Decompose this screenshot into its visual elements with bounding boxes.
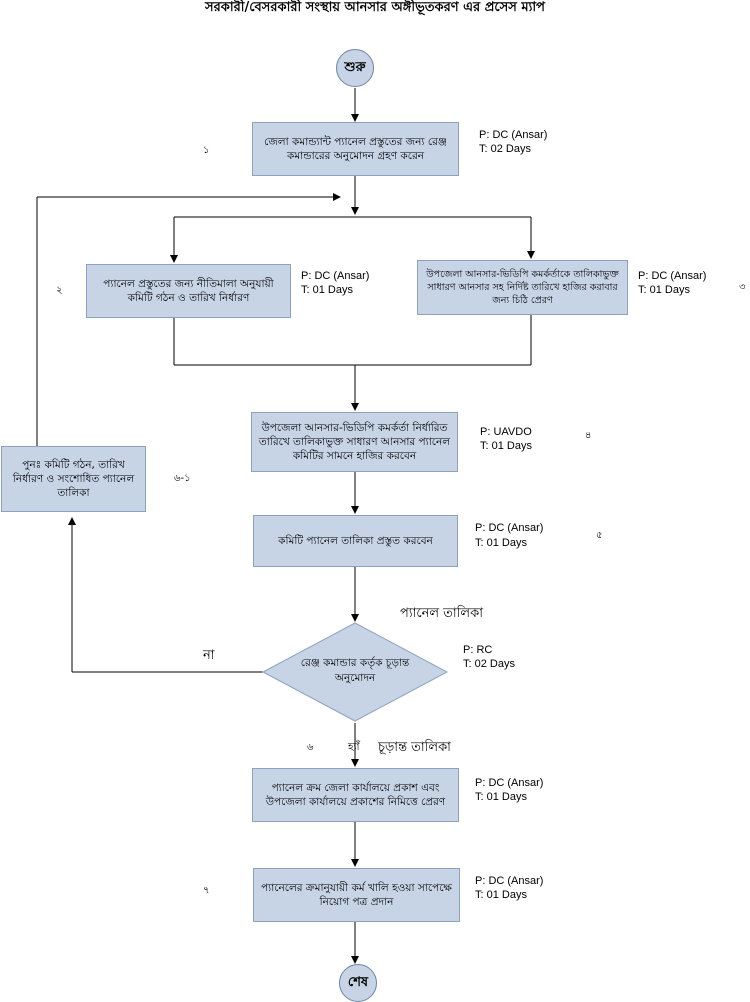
step-6-number: ৬ [307,742,314,753]
step-2-box: প্যানেল প্রস্তুতের জন্য নীতিমালা অনুযায়… [86,264,291,318]
step-6-1-box: পুনঃ কমিটি গঠন, তারিখ নির্ধারণ ও সংশোধিত… [1,446,146,512]
page-title: সরকারী/বেসরকারী সংস্থায় আনসার অঙ্গীভূতক… [205,0,545,15]
step-7a-time: T: 01 Days [475,791,527,803]
step-1-person: P: DC (Ansar) [479,129,548,141]
step-7b-person: P: DC (Ansar) [475,875,544,887]
step-6-1-number: ৬-১ [174,473,191,484]
step-3-person: P: DC (Ansar) [638,270,707,282]
step-1-time: T: 02 Days [479,143,531,155]
step-5-person: P: DC (Ansar) [475,522,544,534]
step-1-text: জেলা কমান্ড্যান্ট প্যানেল প্রস্তুতের জন্… [264,136,447,162]
step-7b-text: প্যানেলের ক্রমানুযায়ী কর্ম খালি হওয়া স… [261,882,452,908]
panel-list-label: প্যানেল তালিকা [400,606,483,621]
step-2-number: ২ [56,285,63,296]
decision-diamond [261,622,449,722]
step-3-time: T: 01 Days [638,284,690,296]
step-2-person: P: DC (Ansar) [301,270,370,282]
decision-text: রেঞ্জ কমান্ডার কর্তৃক চূড়ান্ত অনুমোদন [300,657,410,684]
step-4-text: উপজেলা আনসার-ভিডিপি কমর্কর্তা নির্ধারিত … [258,422,451,462]
step-1-number: ১ [203,145,210,156]
no-label: না [203,648,215,663]
end-node: শেষ [339,964,377,1002]
step-7a-text: প্যানেল ক্রম জেলা কার্যালয়ে প্রকাশ এবং … [265,782,446,808]
final-list-label: চূড়ান্ত তালিকা [378,740,451,755]
step-3-number: ৩ [739,282,746,293]
step-6-time: T: 02 Days [463,658,515,670]
step-4-box: উপজেলা আনসার-ভিডিপি কমর্কর্তা নির্ধারিত … [251,412,458,472]
step-5-box: কমিটি প্যানেল তালিকা প্রস্তুত করবেন [253,515,458,567]
step-7-number: ৭ [203,885,210,896]
yes-label: হ্যাঁ [348,741,360,753]
step-6-1-text: পুনঃ কমিটি গঠন, তারিখ নির্ধারণ ও সংশোধিত… [12,459,135,499]
start-node: শুরু [336,49,374,87]
step-1-box: জেলা কমান্ড্যান্ট প্যানেল প্রস্তুতের জন্… [252,122,459,176]
step-7b-box: প্যানেলের ক্রমানুযায়ী কর্ম খালি হওয়া স… [253,868,460,922]
step-7b-time: T: 01 Days [475,889,527,901]
step-4-time: T: 01 Days [480,440,532,452]
step-4-number: ৪ [585,430,592,441]
step-4-person: P: UAVDO [480,426,532,438]
step-7a-box: প্যানেল ক্রম জেলা কার্যালয়ে প্রকাশ এবং … [252,768,459,822]
step-2-time: T: 01 Days [301,284,353,296]
step-5-text: কমিটি প্যানেল তালিকা প্রস্তুত করবেন [278,535,433,547]
step-5-time: T: 01 Days [475,537,527,549]
step-7a-person: P: DC (Ansar) [475,777,544,789]
step-2-text: প্যানেল প্রস্তুতের জন্য নীতিমালা অনুযায়… [103,278,274,304]
step-6-person: P: RC [463,644,493,656]
step-3-box: উপজেলা আনসার-ভিডিপি কমর্কর্তাকে তালিকাভু… [417,260,628,315]
step-5-number: ৫ [596,530,603,541]
step-3-text: উপজেলা আনসার-ভিডিপি কমর্কর্তাকে তালিকাভু… [426,269,619,306]
